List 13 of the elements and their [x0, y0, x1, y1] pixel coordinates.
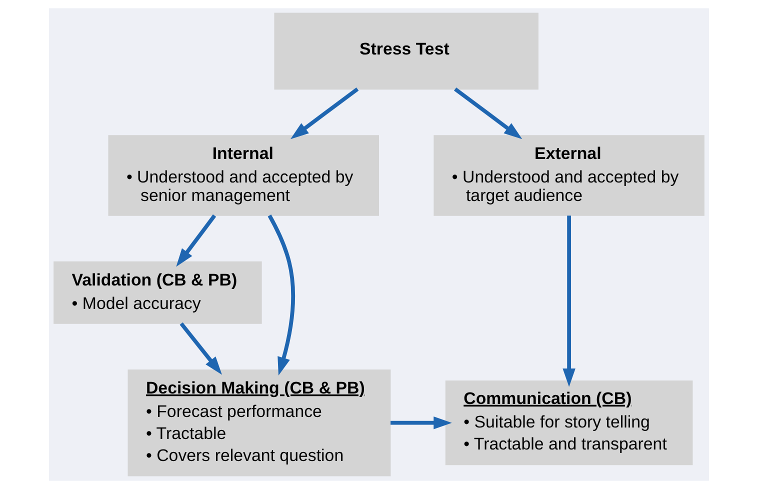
arrow — [267, 214, 294, 376]
arrow — [562, 216, 575, 387]
node-box: Communication (CB) • Suitable for story telling • Tractable and transparent — [444, 380, 692, 466]
node-box: Validation (CB & PB) • Model accuracy — [53, 261, 262, 324]
arrow — [176, 214, 216, 267]
node-box: Decision Making (CB & PB) • Forecast performance • Tractable • Covers relevant question — [127, 369, 390, 476]
arrow — [290, 87, 358, 140]
node-box: Stress Test — [274, 12, 538, 90]
node-box: Internal • Understood and accepted by senior management — [108, 135, 378, 216]
arrow — [453, 87, 522, 140]
arrow — [179, 322, 222, 375]
arrow — [390, 416, 452, 430]
node-box: External • Understood and accepted by target audience — [433, 135, 704, 216]
